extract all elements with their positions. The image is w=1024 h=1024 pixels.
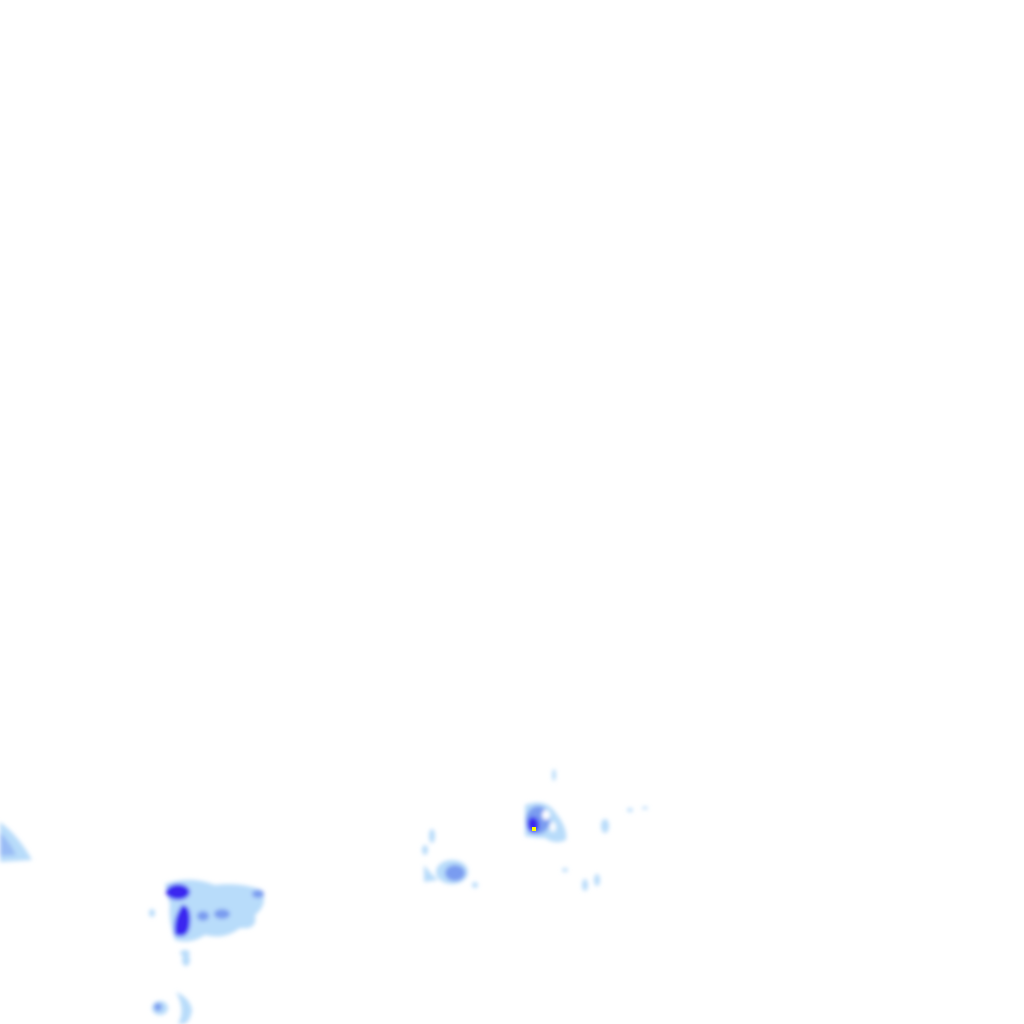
precip-area: [149, 909, 155, 917]
precip-cell-east: [525, 769, 648, 891]
precip-cell-west-edge: [0, 822, 32, 862]
precip-area: [429, 829, 435, 843]
precip-area: [422, 845, 428, 855]
precip-cell-south: [152, 992, 192, 1024]
precip-area: [552, 769, 556, 781]
precip-area: [472, 882, 478, 888]
precip-area: [424, 865, 438, 882]
precip-area: [214, 909, 230, 919]
precip-area: [0, 832, 16, 856]
precip-area: [174, 905, 191, 937]
precip-area: [182, 954, 190, 966]
precip-area: [197, 911, 209, 921]
precip-cell-southwest: [149, 879, 264, 966]
precip-area: [594, 874, 600, 886]
precip-area: [166, 884, 190, 900]
precip-area: [252, 890, 264, 898]
precip-area: [582, 879, 588, 891]
precip-cell-central: [422, 829, 478, 888]
precip-area: [176, 992, 192, 1024]
precip-area: [180, 950, 190, 956]
precip-area: [627, 808, 633, 812]
precip-area: [601, 819, 609, 833]
precip-area: [154, 1003, 162, 1011]
precip-area: [445, 865, 465, 881]
precip-area: [642, 806, 648, 810]
precip-extreme-pixel: [532, 827, 536, 831]
precip-area: [562, 868, 568, 872]
